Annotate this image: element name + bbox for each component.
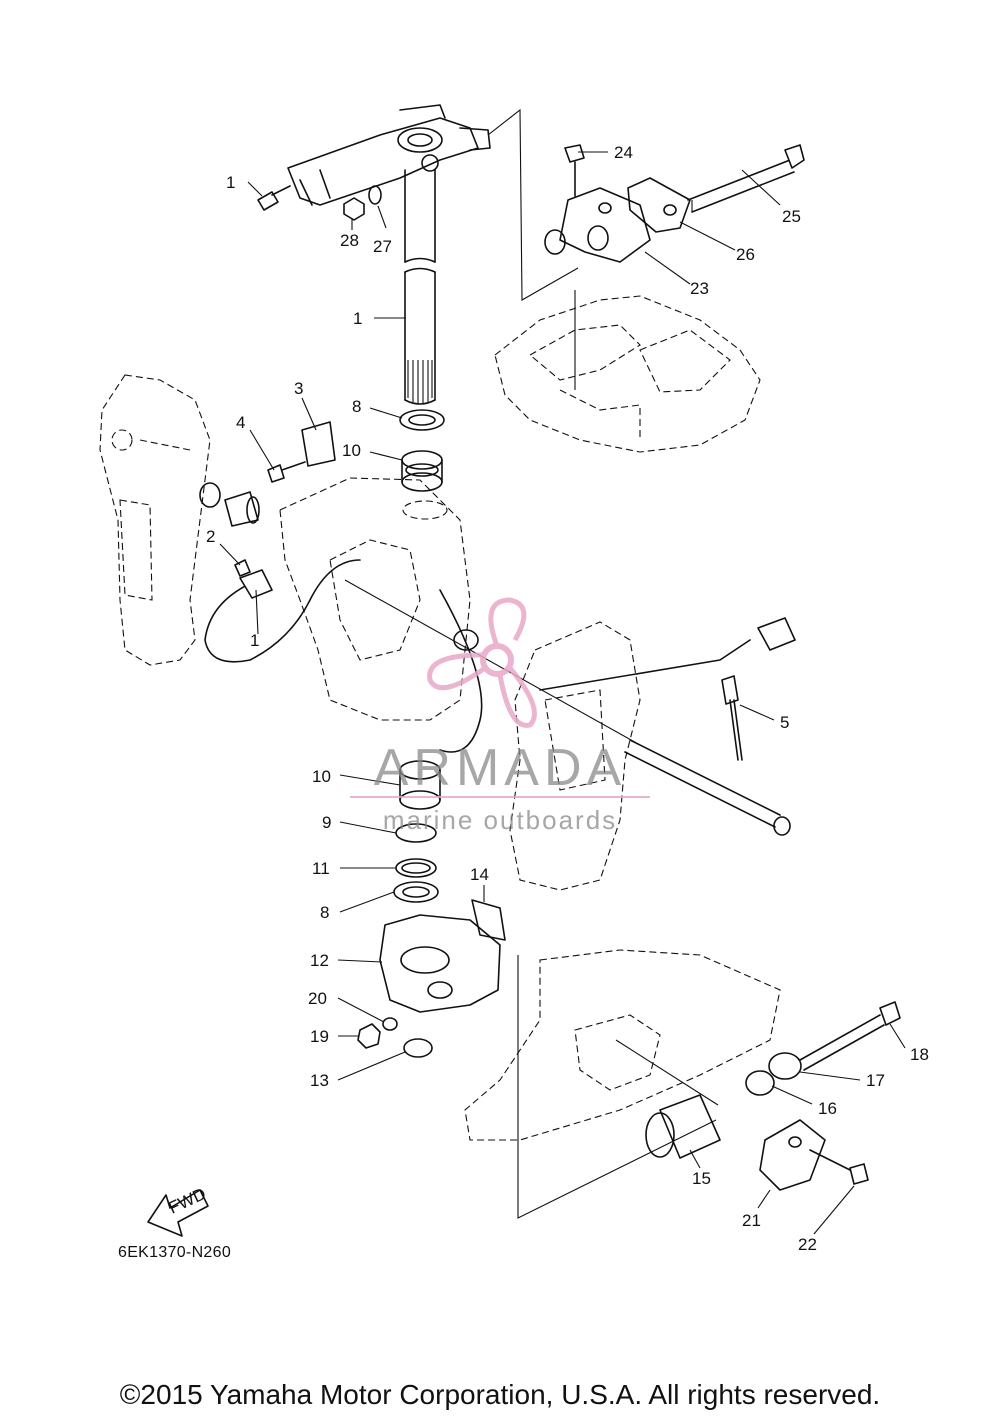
watermark-brand: ARMADA <box>373 739 627 797</box>
part-27-28-drawing <box>343 185 382 221</box>
callout-8-lower: 8 <box>320 903 329 922</box>
callout-leaders <box>219 151 906 1235</box>
lower-mount-housing-drawing <box>357 899 506 1058</box>
callout-12: 12 <box>310 951 329 970</box>
callout-24: 24 <box>614 143 633 162</box>
upper-mount-drawing <box>544 144 805 263</box>
callout-28: 28 <box>340 231 359 250</box>
diagram-code: 6EK1370-N260 <box>118 1244 232 1261</box>
callout-6: 1 <box>353 309 362 328</box>
callout-26: 26 <box>736 245 755 264</box>
callout-9: 9 <box>322 813 331 832</box>
callout-14: 14 <box>470 865 489 884</box>
callout-15: 15 <box>692 1169 711 1188</box>
watermark-tagline: marine outboards <box>382 805 618 835</box>
callout-4: 4 <box>236 413 245 432</box>
callout-3: 3 <box>294 379 303 398</box>
assembly-guide-lines <box>487 108 719 1219</box>
left-bracket-outline <box>99 374 211 666</box>
watermark-logo-icon <box>350 597 650 798</box>
right-bracket-outline <box>509 621 641 891</box>
callout-1: 1 <box>250 631 259 650</box>
callout-21: 21 <box>742 1211 761 1230</box>
lower-mount-rubber-drawing <box>645 1001 901 1191</box>
callout-22: 22 <box>798 1235 817 1254</box>
callout-8-upper: 8 <box>352 397 361 416</box>
small-parts-drawing <box>199 421 336 577</box>
callout-10-upper: 10 <box>342 441 361 460</box>
copyright-notice: ©2015 Yamaha Motor Corporation, U.S.A. A… <box>119 1379 881 1410</box>
steering-bracket-drawing <box>287 104 491 206</box>
callout-16: 16 <box>818 1099 837 1118</box>
callout-19: 19 <box>310 1027 329 1046</box>
callout-7: 1 <box>226 173 235 192</box>
part-7-drawing <box>257 185 291 211</box>
callout-17: 17 <box>866 1071 885 1090</box>
tilt-tube-drawing <box>344 579 791 836</box>
callout-20: 20 <box>308 989 327 1008</box>
upper-casing-outline <box>494 295 761 453</box>
callout-10-lower: 10 <box>312 767 331 786</box>
lower-casing-outline <box>464 949 781 1141</box>
fwd-label: FWD <box>166 1184 209 1218</box>
callout-25: 25 <box>782 207 801 226</box>
callout-18: 18 <box>910 1045 929 1064</box>
steering-shaft-drawing <box>404 169 436 405</box>
swivel-bracket-outline <box>279 477 471 721</box>
upper-washers-drawing <box>399 409 445 492</box>
part-5-drawing <box>721 675 743 761</box>
callout-27: 27 <box>373 237 392 256</box>
callout-5: 5 <box>780 713 789 732</box>
fwd-arrow-icon: FWD <box>147 1184 209 1237</box>
cable-drawing <box>204 559 796 753</box>
callout-13: 13 <box>310 1071 329 1090</box>
callout-labels: 1 28 27 1 24 25 26 23 8 10 3 4 2 1 5 10 … <box>206 143 929 1254</box>
callout-2: 2 <box>206 527 215 546</box>
callout-23: 23 <box>690 279 709 298</box>
callout-11: 11 <box>312 859 330 878</box>
